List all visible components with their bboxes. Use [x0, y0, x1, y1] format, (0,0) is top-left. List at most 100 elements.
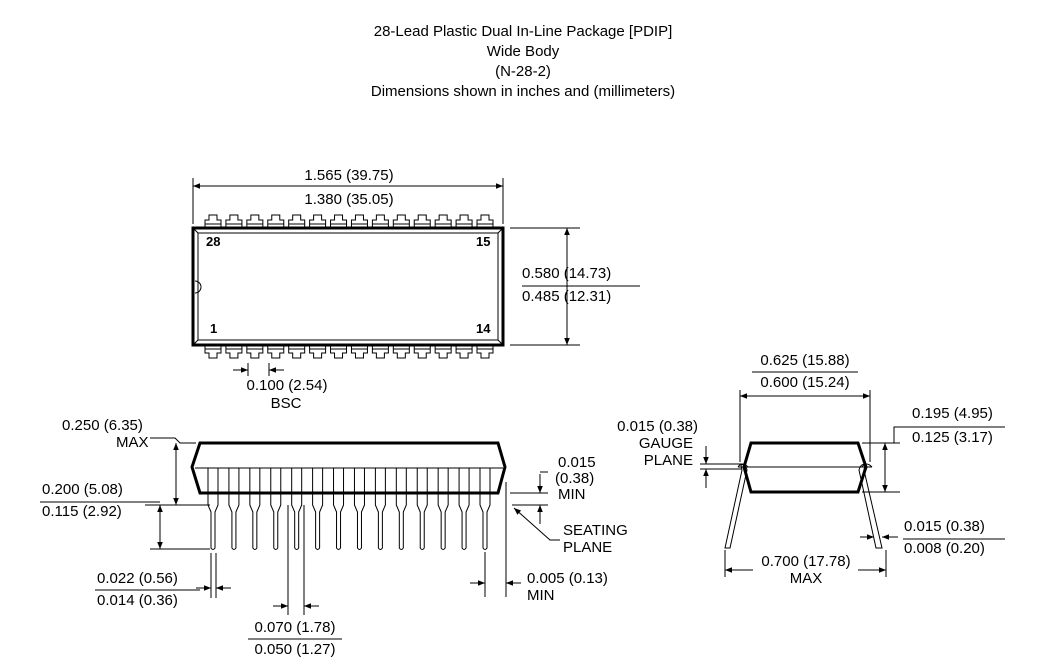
top-pin — [309, 214, 327, 229]
side-lead — [249, 468, 261, 550]
side-lead — [291, 468, 303, 550]
top-pin — [288, 214, 306, 229]
row-ext — [739, 390, 871, 462]
body-height-min: 0.125 (3.17) — [912, 429, 993, 446]
side-lead — [228, 468, 240, 550]
top-pin — [350, 214, 368, 229]
row-spacing-min: 0.600 (15.24) — [760, 374, 849, 391]
bottom-pin — [204, 344, 222, 359]
side-lead — [437, 468, 449, 550]
bottom-pin — [371, 344, 389, 359]
lead-width-min: 0.014 (0.36) — [97, 592, 178, 609]
bottom-pin — [309, 344, 327, 359]
height-leader — [150, 437, 196, 444]
top-pin — [225, 214, 243, 229]
side-view: 0.250 (6.35) MAX 0.200 (5.08) 0.115 (2.9… — [40, 417, 628, 658]
title-block: 28-Lead Plastic Dual In-Line Package [PD… — [371, 23, 675, 100]
body-height-ext — [862, 426, 910, 493]
span-text-bg — [753, 552, 858, 582]
top-pin — [267, 214, 285, 229]
bottom-pin — [225, 344, 243, 359]
span-max: 0.700 (17.78) — [761, 553, 850, 570]
pin-label-14: 14 — [476, 321, 491, 336]
bottom-pin — [434, 344, 452, 359]
pin1-notch — [194, 280, 202, 294]
bottom-pin — [267, 344, 285, 359]
standoff-value: 0.015 — [558, 454, 596, 471]
pin-label-15: 15 — [476, 234, 490, 249]
bottom-pin — [413, 344, 431, 359]
top-pin — [330, 214, 348, 229]
lead-length-min: 0.115 (2.92) — [42, 503, 122, 520]
end-gap-ext — [484, 482, 507, 597]
top-pin — [476, 214, 494, 229]
top-pin — [204, 214, 222, 229]
side-lead — [479, 468, 491, 550]
side-lead — [333, 468, 345, 550]
top-pin — [371, 214, 389, 229]
package-body-top — [191, 226, 505, 347]
end-gap-value: 0.005 (0.13) — [527, 570, 608, 587]
lead-width-max: 0.022 (0.56) — [97, 570, 178, 587]
width-min: 0.485 (12.31) — [522, 288, 611, 305]
seating-plane-label-1: SEATING — [563, 522, 628, 539]
span-note: MAX — [790, 570, 823, 587]
side-lead — [416, 468, 428, 550]
side-lead — [374, 468, 386, 550]
side-lead — [353, 468, 365, 550]
top-pin — [455, 214, 473, 229]
height-max: 0.250 (6.35) — [62, 417, 143, 434]
top-view: 28 15 1 14 1.565 (39.75) 1.380 (35.05) 0… — [191, 167, 640, 412]
seating-plane-label-2: PLANE — [563, 539, 612, 556]
standoff-ext — [510, 471, 548, 506]
height-max-note: MAX — [116, 434, 149, 451]
bottom-pin — [350, 344, 368, 359]
top-pin — [413, 214, 431, 229]
side-lead — [270, 468, 282, 550]
body-bevel — [192, 227, 504, 346]
title-line-1: 28-Lead Plastic Dual In-Line Package [PD… — [374, 23, 673, 40]
bottom-pin — [288, 344, 306, 359]
title-line-4: Dimensions shown in inches and (millimet… — [371, 83, 675, 100]
lead-length-max: 0.200 (5.08) — [42, 481, 123, 498]
bottom-pin — [455, 344, 473, 359]
gauge-ext — [700, 463, 742, 470]
gauge-value: 0.015 (0.38) — [617, 418, 698, 435]
body-height-max: 0.195 (4.95) — [912, 405, 993, 422]
top-pins — [204, 214, 494, 359]
title-line-2: Wide Body — [487, 43, 560, 60]
top-pin — [434, 214, 452, 229]
length-max: 1.565 (39.75) — [304, 167, 393, 184]
side-lead — [312, 468, 324, 550]
lead-width-ext — [210, 553, 217, 598]
bottom-pin — [246, 344, 264, 359]
package-body-side — [190, 441, 507, 495]
top-pin — [392, 214, 410, 229]
shoulder-ext — [287, 505, 305, 615]
seating-plane-leader — [513, 507, 560, 541]
row-spacing-max: 0.625 (15.88) — [760, 352, 849, 369]
side-lead — [458, 468, 470, 550]
pin-label-28: 28 — [206, 234, 220, 249]
pitch-value: 0.100 (2.54) — [247, 377, 328, 394]
end-view: 0.625 (15.88) 0.600 (15.24) 0.195 (4.95)… — [617, 352, 1005, 587]
side-lead — [207, 468, 219, 550]
side-pins — [207, 468, 491, 550]
bottom-pin — [476, 344, 494, 359]
gauge-label-1: GAUGE — [639, 435, 693, 452]
end-leads — [724, 464, 883, 549]
pitch-note: BSC — [271, 395, 302, 412]
pitch-ext-lines — [247, 363, 270, 376]
width-max: 0.580 (14.73) — [522, 265, 611, 282]
lead-thickness-max: 0.015 (0.38) — [904, 518, 985, 535]
standoff-note: MIN — [558, 486, 586, 503]
bottom-pin — [330, 344, 348, 359]
gauge-label-2: PLANE — [644, 452, 693, 469]
bottom-pin — [392, 344, 410, 359]
side-lead — [395, 468, 407, 550]
lead-thickness-min: 0.008 (0.20) — [904, 540, 985, 557]
top-pin — [246, 214, 264, 229]
length-min: 1.380 (35.05) — [304, 191, 393, 208]
end-gap-note: MIN — [527, 587, 555, 604]
